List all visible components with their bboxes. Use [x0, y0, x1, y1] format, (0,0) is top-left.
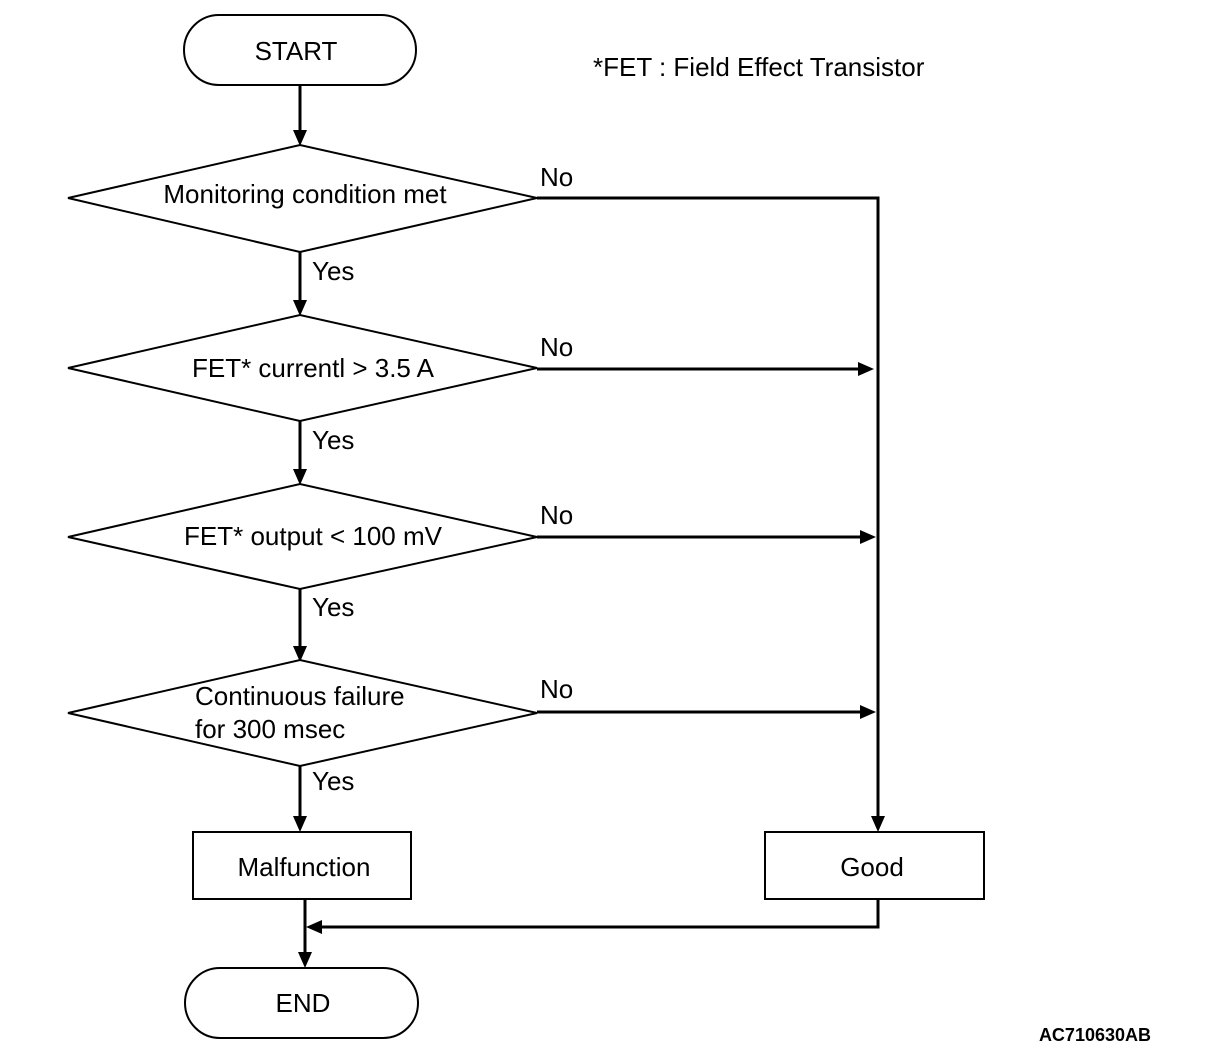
decision-1-label: Monitoring condition met	[163, 179, 447, 209]
no-label-d1: No	[540, 162, 573, 192]
good-box-shape	[764, 831, 985, 900]
footnote-text: *FET : Field Effect Transistor	[593, 52, 925, 82]
arrowhead	[306, 920, 322, 934]
decision-4-label-line-2: for 300 msec	[195, 714, 345, 744]
end-terminal-shape	[184, 967, 419, 1039]
connector-d1-no-to-good	[537, 196, 880, 818]
start-terminal-shape	[183, 14, 417, 86]
arrowhead	[293, 646, 307, 662]
arrowhead	[293, 816, 307, 832]
malfunction-label: Malfunction	[238, 852, 371, 882]
decision-4-label-line-1: Continuous failure	[195, 681, 405, 711]
arrowhead	[293, 300, 307, 316]
arrowhead	[298, 952, 312, 968]
yes-label-d3: Yes	[312, 592, 354, 622]
connectors	[293, 86, 885, 968]
decision-fet-output: FET* output < 100 mV	[67, 482, 538, 591]
decision-4-shape	[67, 658, 538, 768]
decision-continuous-failure: Continuous failure for 300 msec	[67, 658, 538, 768]
no-label-d2: No	[540, 332, 573, 362]
decision-2-shape	[67, 313, 538, 423]
malfunction-box: Malfunction	[192, 831, 412, 900]
arrowhead	[293, 130, 307, 146]
yes-label-d2: Yes	[312, 425, 354, 455]
good-box: Good	[764, 831, 985, 900]
decision-monitoring-condition: Monitoring condition met	[67, 143, 538, 254]
start-label: START	[255, 36, 338, 66]
arrowhead	[858, 362, 874, 376]
yes-label-d4: Yes	[312, 766, 354, 796]
branch-labels: No Yes No Yes No Yes No Yes	[312, 162, 573, 796]
malfunction-box-shape	[192, 831, 412, 900]
decision-1-shape	[67, 143, 538, 254]
end-label: END	[276, 988, 331, 1018]
decision-3-label: FET* output < 100 mV	[184, 521, 443, 551]
decision-fet-current: FET* currentl > 3.5 A	[67, 313, 538, 423]
good-label: Good	[840, 852, 904, 882]
arrowhead	[860, 705, 876, 719]
yes-label-d1: Yes	[312, 256, 354, 286]
arrowhead	[871, 816, 885, 832]
no-label-d3: No	[540, 500, 573, 530]
arrowhead	[293, 469, 307, 485]
arrowhead	[860, 530, 876, 544]
decision-2-label: FET* currentl > 3.5 A	[192, 353, 435, 383]
connector-good-to-end	[320, 900, 880, 929]
end-terminal: END	[184, 967, 419, 1039]
start-terminal: START	[183, 14, 417, 86]
no-label-d4: No	[540, 674, 573, 704]
decision-3-shape	[67, 482, 538, 591]
figure-code: AC710630AB	[1039, 1025, 1151, 1045]
